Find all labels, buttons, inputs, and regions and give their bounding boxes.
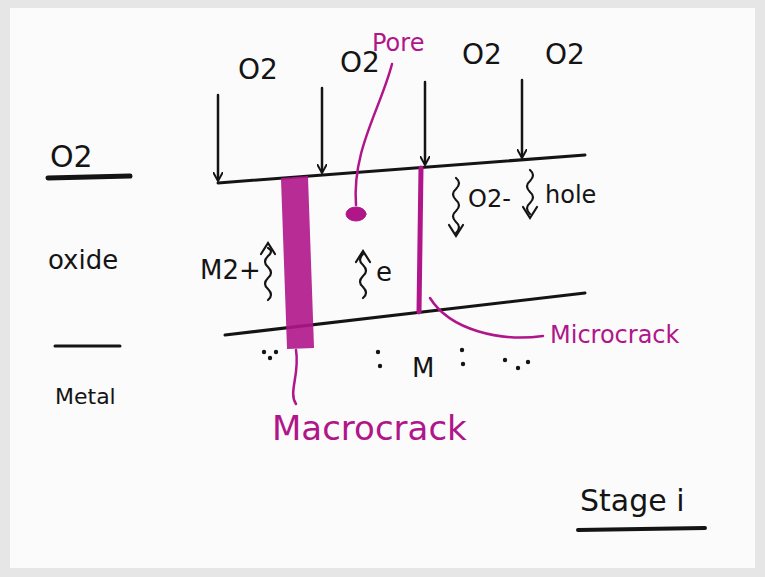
carrier-label: e [376, 258, 392, 287]
metal-atoms [262, 348, 530, 370]
anion-arrow [453, 178, 459, 233]
carrier-label: hole [545, 182, 596, 208]
arrowhead [523, 207, 537, 218]
leader-line [356, 64, 392, 205]
layer-label: Metal [55, 385, 116, 409]
atom-label: M [412, 354, 434, 383]
separator [55, 345, 120, 348]
oxygen-arrow [521, 80, 524, 157]
oxygen-arrow [424, 82, 427, 164]
callout-label: Microcrack [550, 322, 679, 348]
leader-line [430, 298, 543, 337]
oxygen-arrow [321, 88, 324, 172]
layer-label: oxide [48, 246, 118, 275]
gas-label: O2 [462, 40, 502, 71]
ion-label: M2+ [200, 256, 261, 285]
ion-label: O2- [468, 186, 511, 212]
microcrack [419, 168, 421, 312]
stage-label: Stage i [580, 484, 685, 517]
oxide-metal-interface [225, 293, 585, 335]
pore [346, 207, 366, 221]
callout-label: Macrocrack [272, 410, 467, 447]
cation-arrow [265, 248, 271, 300]
hole-arrow [527, 170, 533, 214]
gas-label: O2 [238, 55, 278, 86]
arrowhead [261, 243, 275, 254]
gas-label: O2 [50, 140, 93, 173]
oxygen-arrow [217, 95, 220, 180]
macrocrack [282, 177, 313, 348]
pore-label: Pore [372, 30, 424, 56]
gas-label: O2 [545, 40, 585, 71]
leader-line [293, 350, 297, 404]
arrowhead [449, 225, 463, 236]
electron-arrow [360, 254, 366, 298]
arrowhead [356, 251, 370, 262]
underline [578, 528, 705, 530]
underline [48, 176, 130, 178]
